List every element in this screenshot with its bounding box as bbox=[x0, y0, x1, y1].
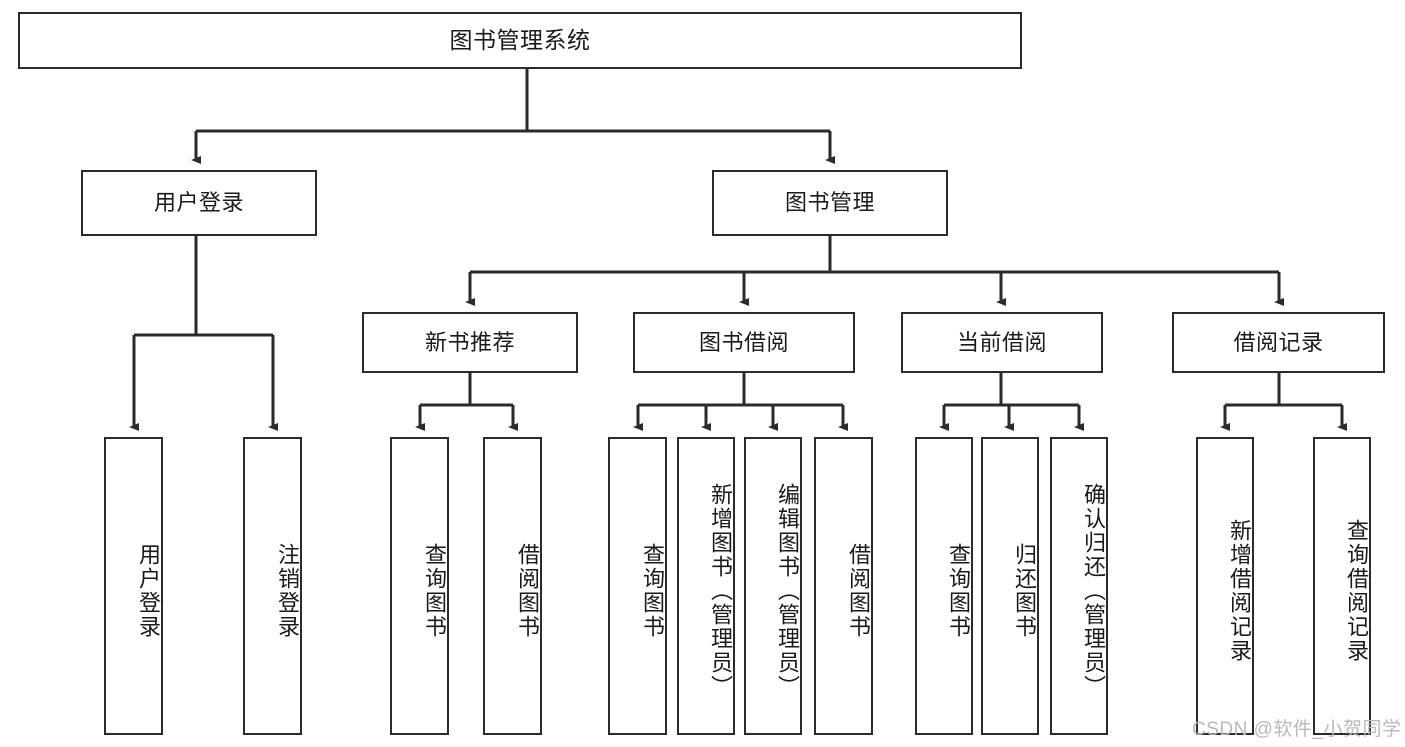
leaf-borrow-book[interactable]: 借阅图书 bbox=[814, 437, 873, 735]
node-label: 用户登录 bbox=[153, 190, 244, 216]
leaf-query-book-borrow[interactable]: 查询图书 bbox=[608, 437, 667, 735]
node-borrow-record[interactable]: 借阅记录 bbox=[1172, 312, 1385, 373]
node-label: 查询借阅记录 bbox=[1344, 519, 1369, 663]
node-label: 确认归还（管理员） bbox=[1081, 483, 1106, 699]
leaf-add-book-admin[interactable]: 新增图书（管理员） bbox=[677, 437, 735, 735]
node-label: 新增借阅记录 bbox=[1227, 519, 1252, 663]
node-label: 用户登录 bbox=[136, 543, 161, 639]
node-label: 图书管理 bbox=[784, 190, 875, 216]
node-label: 当前借阅 bbox=[956, 329, 1047, 355]
leaf-user-logout[interactable]: 注销登录 bbox=[243, 437, 302, 735]
leaf-add-borrow-record[interactable]: 新增借阅记录 bbox=[1196, 437, 1254, 735]
node-label: 借阅图书 bbox=[515, 543, 540, 639]
leaf-return-book[interactable]: 归还图书 bbox=[981, 437, 1039, 735]
node-label: 借阅图书 bbox=[846, 543, 871, 639]
node-book-borrow[interactable]: 图书借阅 bbox=[633, 312, 855, 373]
node-label: 借阅记录 bbox=[1233, 329, 1324, 355]
leaf-query-book-current[interactable]: 查询图书 bbox=[915, 437, 973, 735]
leaf-user-login[interactable]: 用户登录 bbox=[104, 437, 163, 735]
node-label: 注销登录 bbox=[275, 543, 300, 639]
node-label: 查询图书 bbox=[946, 543, 971, 639]
leaf-confirm-return-admin[interactable]: 确认归还（管理员） bbox=[1050, 437, 1108, 735]
leaf-borrow-book-recommend[interactable]: 借阅图书 bbox=[483, 437, 542, 735]
node-book-management[interactable]: 图书管理 bbox=[712, 170, 948, 236]
node-label: 新书推荐 bbox=[424, 329, 515, 355]
node-new-book-recommend[interactable]: 新书推荐 bbox=[362, 312, 578, 373]
leaf-query-book-recommend[interactable]: 查询图书 bbox=[390, 437, 449, 735]
leaf-query-borrow-record[interactable]: 查询借阅记录 bbox=[1313, 437, 1371, 735]
node-label: 编辑图书（管理员） bbox=[775, 483, 800, 699]
leaf-edit-book-admin[interactable]: 编辑图书（管理员） bbox=[744, 437, 802, 735]
node-root-book-management-system[interactable]: 图书管理系统 bbox=[18, 12, 1022, 69]
csdn-watermark: CSDN @软件_小贺同学 bbox=[1192, 719, 1402, 740]
node-label: 归还图书 bbox=[1012, 543, 1037, 639]
node-label: 新增图书（管理员） bbox=[708, 483, 733, 699]
node-label: 查询图书 bbox=[640, 543, 665, 639]
node-label: 查询图书 bbox=[422, 543, 447, 639]
node-label: 图书借阅 bbox=[698, 329, 789, 355]
node-user-login[interactable]: 用户登录 bbox=[81, 170, 317, 236]
node-current-borrow[interactable]: 当前借阅 bbox=[901, 312, 1103, 373]
node-label: 图书管理系统 bbox=[449, 26, 591, 53]
